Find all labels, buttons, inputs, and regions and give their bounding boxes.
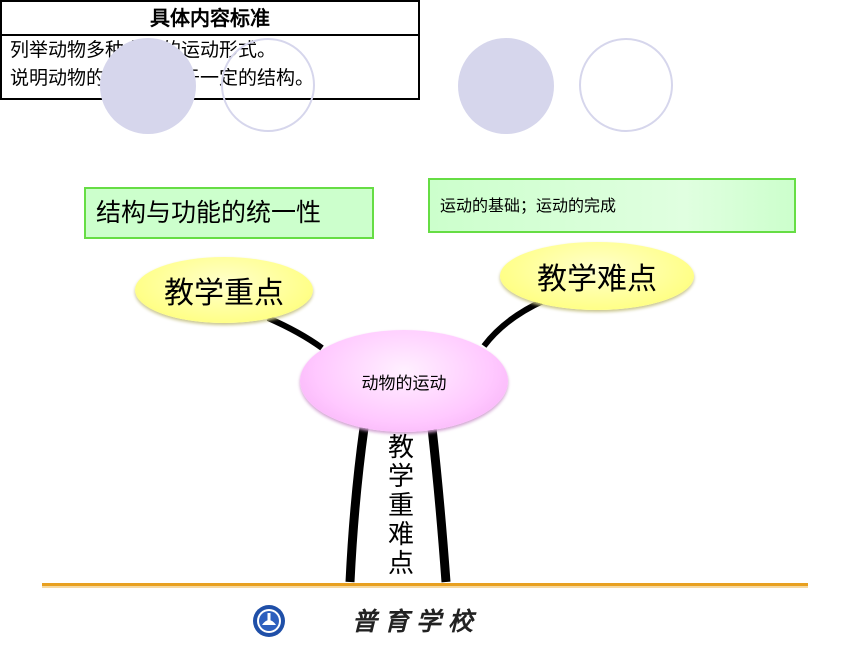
trunk-left — [345, 427, 369, 583]
key-point-label: 教学重点 — [164, 276, 284, 311]
difficult-point-ellipse: 教学难点 — [500, 242, 694, 310]
key-point-box: 结构与功能的统一性 — [84, 187, 374, 239]
key-point-ellipse: 教学重点 — [135, 257, 313, 323]
decorative-circle-filled-1 — [100, 38, 196, 134]
difficult-point-box: 运动的基础；运动的完成 — [428, 178, 796, 233]
connector-left — [266, 315, 324, 351]
school-name-text: 普育学校 — [352, 607, 481, 636]
decorative-circle-filled-2 — [458, 38, 554, 134]
trunk-vertical-text: 教 学 重 难 点 — [383, 434, 419, 579]
connector-right — [481, 297, 547, 348]
footer-divider-shadow — [42, 586, 808, 588]
trunk-char-4: 难 — [387, 520, 414, 550]
difficult-point-text: 运动的基础；运动的完成 — [440, 196, 617, 215]
school-name: 普育学校 — [352, 602, 480, 638]
difficult-point-label: 教学难点 — [537, 262, 657, 297]
trunk-char-2: 学 — [387, 462, 414, 492]
center-ellipse: 动物的运动 — [300, 330, 508, 432]
content-standard-title: 具体内容标准 — [2, 2, 418, 36]
decorative-circle-outline-1 — [221, 38, 315, 132]
school-logo-icon — [253, 605, 285, 637]
center-label: 动物的运动 — [361, 373, 447, 394]
trunk-char-3: 重 — [387, 491, 414, 521]
footer-divider — [42, 583, 808, 586]
trunk-char-1: 教 — [387, 433, 414, 463]
trunk-right — [427, 427, 451, 583]
trunk-char-5: 点 — [387, 549, 414, 579]
decorative-circle-outline-2 — [579, 38, 673, 132]
key-point-text: 结构与功能的统一性 — [96, 198, 322, 227]
